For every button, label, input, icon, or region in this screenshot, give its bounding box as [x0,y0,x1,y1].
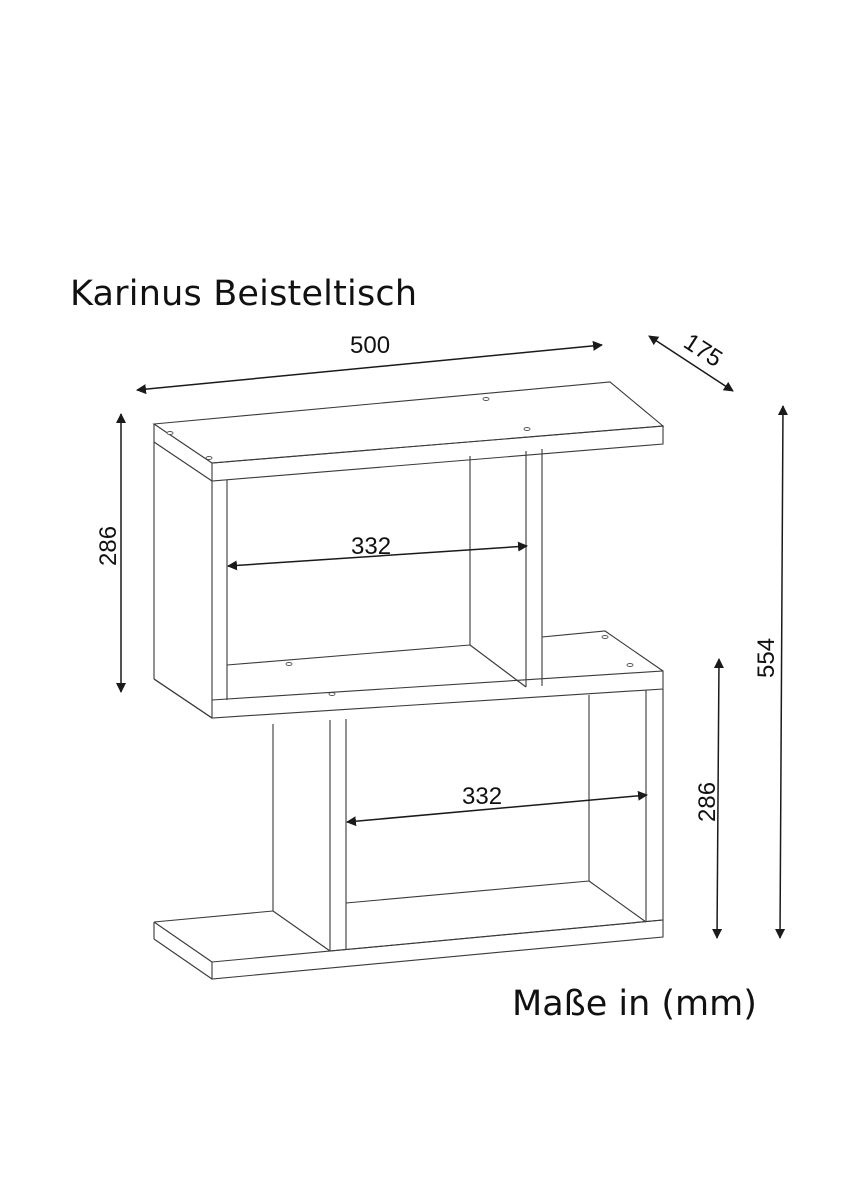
svg-text:286: 286 [95,526,122,566]
middle-shelf [153,630,664,719]
upper-compartment [153,442,543,719]
svg-text:332: 332 [351,533,391,560]
dimension-total-height: 554 [753,405,788,939]
dimension-upper-height: 286 [95,413,126,693]
dimension-lower-height: 286 [694,658,724,939]
top-panel [152,381,665,482]
dimension-depth: 175 [648,328,734,392]
dimension-lower-inner-width: 332 [346,783,648,827]
svg-text:554: 554 [753,638,780,678]
svg-text:332: 332 [462,783,502,810]
svg-text:175: 175 [679,328,727,372]
product-title: Karinus Beisteltisch [70,274,418,314]
dimension-upper-inner-width: 332 [227,533,528,571]
svg-text:286: 286 [694,782,721,822]
svg-text:500: 500 [350,332,390,359]
bottom-panel [153,910,664,980]
units-label: Maße in (mm) [512,984,757,1024]
lower-compartment [272,689,664,952]
dimension-width: 500 [136,332,603,395]
